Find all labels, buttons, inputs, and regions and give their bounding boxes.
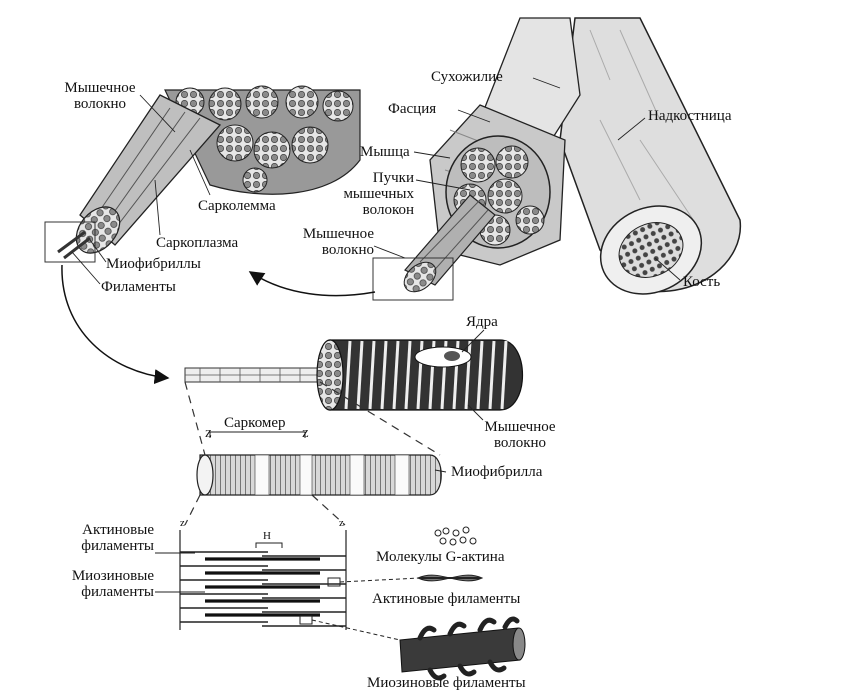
label-z1: Z	[205, 428, 212, 440]
zoom-dashed-lines	[184, 381, 441, 526]
label-sarcoplasm: Саркоплазма	[156, 235, 239, 251]
zoom-arrow-down	[61, 264, 170, 385]
label-fascia: Фасция	[388, 101, 437, 117]
label-actin-filaments-right: Актиновые филаменты	[372, 591, 521, 607]
label-myofibrils: Миофибриллы	[106, 256, 201, 272]
myosin-filament-3d	[399, 616, 526, 681]
label-z2: Z	[302, 428, 309, 440]
label-muscle: Мышца	[360, 144, 410, 160]
muscle-fiber-illustration	[44, 85, 361, 263]
label-bone: Кость	[683, 274, 721, 290]
label-h: H	[263, 530, 271, 542]
label-filaments: Филаменты	[101, 279, 176, 295]
g-actin-molecules	[434, 526, 477, 546]
label-myosin-filaments-right: Миозиновые филаменты	[367, 675, 526, 691]
muscle-fiber-cylinder	[184, 339, 524, 411]
bone-and-muscle-illustration	[372, 17, 742, 301]
label-tendon: Сухожилие	[431, 69, 503, 85]
label-myofibril: Миофибрилла	[451, 464, 543, 480]
nucleus	[414, 346, 472, 368]
label-z3: z	[180, 517, 185, 529]
myofibril-illustration	[196, 431, 442, 496]
label-z4: z	[339, 517, 344, 529]
label-periosteum: Надкостница	[648, 108, 732, 124]
leader-lines	[71, 77, 681, 593]
label-sarcomere: Саркомер	[224, 415, 286, 431]
label-sarcolemma: Сарколемма	[198, 198, 276, 214]
zoom-arrow-right-to-left	[248, 271, 376, 297]
label-nuclei: Ядра	[466, 314, 498, 330]
label-g-actin: Молекулы G-актина	[376, 549, 505, 565]
filaments-illustration	[179, 530, 421, 641]
actin-filament-strand	[416, 574, 484, 582]
